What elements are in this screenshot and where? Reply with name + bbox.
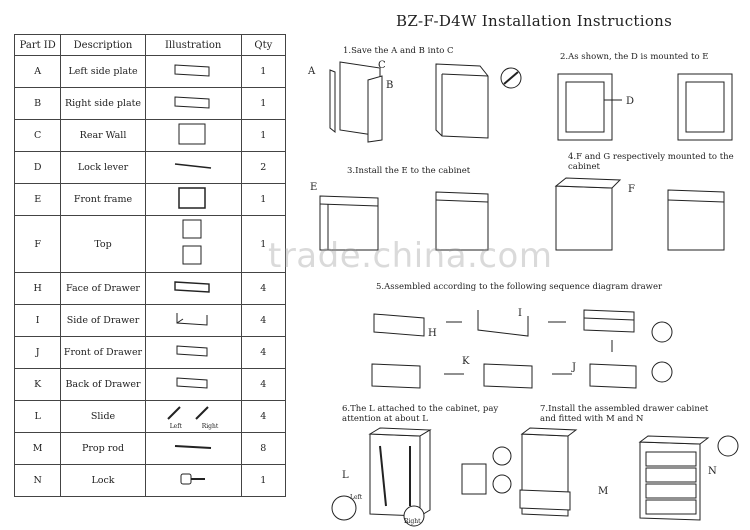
left-side-plate-illustration (144, 55, 242, 88)
part-description: Left side plate (60, 55, 146, 88)
table-row: J Front of Drawer 4 (13, 336, 287, 369)
label-k: K (462, 356, 470, 367)
parts-table: Part ID Description Illustration Qty A L… (13, 34, 287, 497)
part-qty: 1 (240, 464, 287, 497)
step-6-diagram (331, 427, 512, 527)
part-description: Slide (60, 400, 146, 433)
step-5-text: 5.Assembled according to the following s… (376, 282, 663, 292)
part-description: Lock (60, 464, 146, 497)
part-id: A (13, 55, 62, 88)
step-2-diagram (557, 73, 733, 141)
step-2-text: 2.As shown, the D is mounted to E (560, 52, 709, 62)
top-illustration (144, 215, 242, 273)
part-description: Front frame (60, 183, 146, 216)
part-id: N (13, 464, 62, 497)
part-qty: 4 (240, 336, 287, 369)
slide-illustration: Left Right (144, 400, 242, 433)
part-id: J (13, 336, 62, 369)
part-qty: 4 (240, 272, 287, 305)
part-qty: 1 (240, 119, 287, 152)
label-f: F (628, 184, 635, 195)
label-c: C (378, 60, 386, 71)
label-m: M (598, 486, 609, 497)
part-description: Front of Drawer (60, 336, 146, 369)
label-a: A (308, 66, 316, 77)
step-3-text: 3.Install the E to the cabinet (347, 166, 471, 176)
label-i: I (518, 308, 522, 319)
label-l: L (342, 470, 349, 481)
right-side-plate-illustration (144, 87, 242, 120)
label-j: J (572, 362, 577, 373)
step-3-diagram (319, 191, 489, 251)
step-5-diagram (371, 309, 673, 389)
step-7-diagram (519, 427, 739, 521)
lock-illustration (144, 464, 242, 497)
table-row: C Rear Wall 1 (13, 119, 287, 152)
part-id: E (13, 183, 62, 216)
part-id: B (13, 87, 62, 120)
table-row: H Face of Drawer 4 (13, 272, 287, 305)
part-qty: 1 (240, 87, 287, 120)
table-row: E Front frame 1 (13, 183, 287, 216)
part-id: D (13, 151, 62, 184)
part-id: I (13, 304, 62, 337)
step-1-diagram (329, 61, 522, 143)
detail-right-label: Right (404, 518, 421, 525)
label-h: H (428, 328, 437, 339)
page-title: BZ-F-D4W Installation Instructions (396, 12, 673, 30)
label-d: D (626, 96, 635, 107)
step-6-text: 6.The L attached to the cabinet, pay att… (342, 404, 499, 424)
part-qty: 4 (240, 368, 287, 401)
slide-right-label: Right (201, 422, 219, 430)
part-description: Prop rod (60, 432, 146, 465)
table-header-row: Part ID Description Illustration Qty (13, 34, 287, 56)
slide-left-label: Left (169, 422, 182, 430)
watermark: trade.china.com (268, 236, 553, 276)
part-description: Right side plate (60, 87, 146, 120)
step-4-text: 4.F and G respectively mounted to the ca… (568, 152, 734, 172)
table-row: N Lock 1 (13, 464, 287, 497)
table-row: I Side of Drawer 4 (13, 304, 287, 337)
drawer-face-illustration (144, 272, 242, 305)
table-row: A Left side plate 1 (13, 55, 287, 88)
part-description: Lock lever (60, 151, 146, 184)
part-description: Rear Wall (60, 119, 146, 152)
part-qty: 4 (240, 304, 287, 337)
detail-left-label: Left (350, 494, 363, 501)
label-b: B (386, 80, 394, 91)
step-1-text: 1.Save the A and B into C (343, 46, 454, 56)
front-frame-illustration (144, 183, 242, 216)
label-n: N (708, 466, 717, 477)
part-description: Top (60, 215, 146, 273)
table-row: B Right side plate 1 (13, 87, 287, 120)
label-e: E (310, 182, 318, 193)
drawer-front-illustration (144, 336, 242, 369)
part-qty: 8 (240, 432, 287, 465)
step-4-diagram (554, 177, 725, 251)
part-id: F (13, 215, 62, 273)
step-7-text: 7.Install the assembled drawer cabinet a… (540, 404, 709, 424)
table-row: D Lock lever 2 (13, 151, 287, 184)
